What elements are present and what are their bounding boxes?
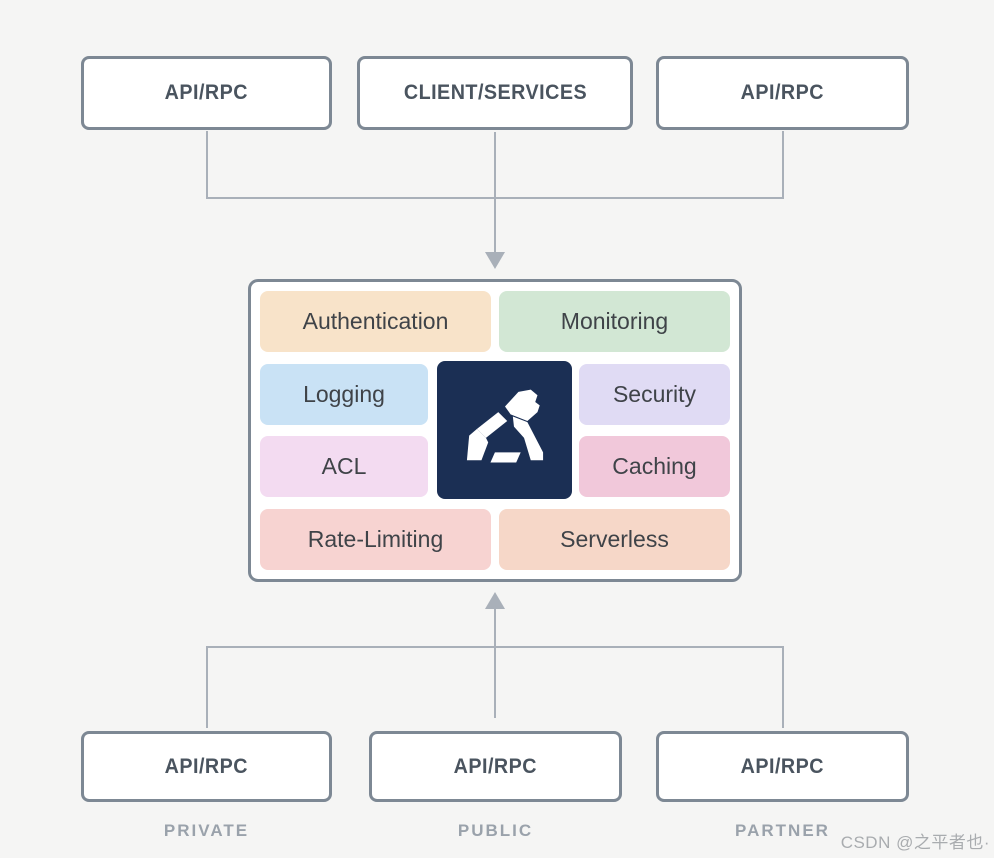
plugin-serverless: Serverless: [499, 508, 730, 570]
bottom-node-api-rpc-public: API/RPC: [369, 731, 622, 802]
csdn-watermark: CSDN @之平者也·: [840, 833, 990, 852]
gorilla-glyph: [466, 389, 543, 463]
plugin-monitoring: Monitoring: [499, 291, 730, 352]
bottom-node-label: API/RPC: [740, 754, 825, 778]
plugin-security: Security: [579, 363, 730, 425]
gateway-box: Authentication Monitoring Logging Securi…: [248, 279, 742, 582]
bottom-node-label: API/RPC: [164, 754, 249, 778]
bottom-node-api-rpc-partner: API/RPC: [656, 731, 909, 802]
plugin-rate-limiting: Rate-Limiting: [260, 508, 491, 570]
bottom-node-api-rpc-private: API/RPC: [81, 731, 332, 802]
bottom-node-label: API/RPC: [453, 754, 538, 778]
gateway-row-2: Logging Security: [260, 363, 730, 425]
arrowhead-down-icon: [485, 252, 505, 269]
top-node-label: CLIENT/SERVICES: [403, 81, 587, 104]
caption-partner: PARTNER: [735, 821, 830, 840]
gateway-row-1: Authentication Monitoring: [260, 291, 730, 352]
gateway-row-3: ACL Caching: [260, 436, 730, 498]
arrowhead-up-icon: [485, 592, 505, 609]
top-node-api-rpc-right: API/RPC: [656, 56, 909, 130]
top-node-label: API/RPC: [740, 81, 825, 104]
plugin-caching: Caching: [579, 436, 730, 498]
plugin-logging: Logging: [260, 363, 428, 425]
top-node-label: API/RPC: [164, 81, 249, 104]
top-node-api-rpc-left: API/RPC: [81, 56, 332, 130]
plugin-acl: ACL: [260, 436, 428, 498]
top-node-client-services: CLIENT/SERVICES: [357, 56, 633, 130]
caption-private: PRIVATE: [163, 821, 250, 840]
apisix-gorilla-logo-icon: [437, 361, 572, 499]
plugin-authentication: Authentication: [260, 291, 491, 352]
caption-public: PUBLIC: [457, 821, 534, 840]
gateway-row-4: Rate-Limiting Serverless: [260, 508, 730, 570]
